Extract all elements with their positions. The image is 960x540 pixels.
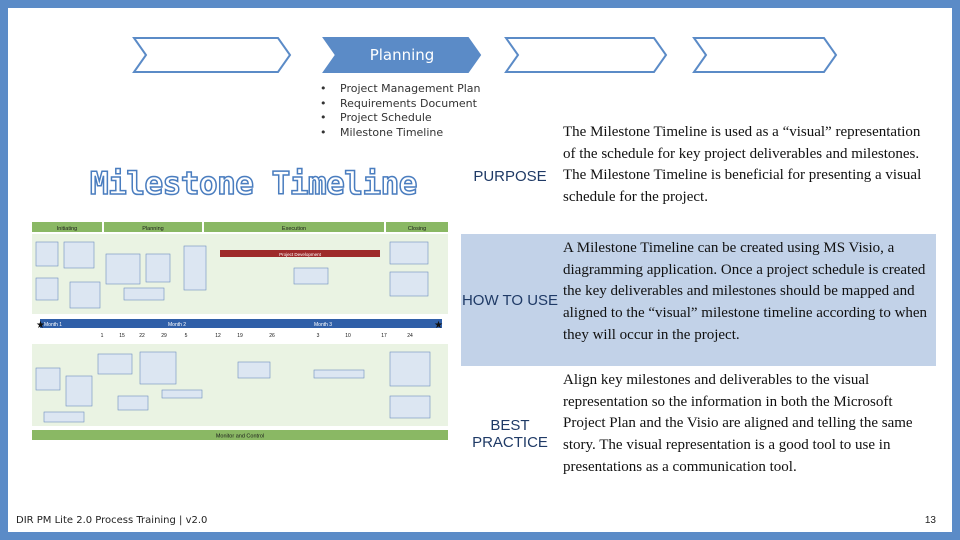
row-heading: BEST PRACTICE xyxy=(461,366,559,502)
info-table: PURPOSE The Milestone Timeline is used a… xyxy=(461,118,936,502)
day-tick-label: 10 xyxy=(345,333,351,339)
list-item: Project Management Plan xyxy=(320,82,481,97)
row-text: The Milestone Timeline is used as a “vis… xyxy=(559,118,936,234)
phase-chevron-planning: Planning xyxy=(322,36,482,74)
phase-chevron-initiating xyxy=(132,36,292,74)
day-tick-label: 1 xyxy=(101,333,104,339)
day-tick-label: 19 xyxy=(237,333,243,339)
row-text: A Milestone Timeline can be created usin… xyxy=(559,234,936,366)
day-tick-label: 12 xyxy=(215,333,221,339)
day-tick-label: 3 xyxy=(317,333,320,339)
phase-chevron-execution xyxy=(504,36,668,74)
start-star-icon: ★ xyxy=(36,320,45,331)
phase-bar-initiating xyxy=(32,222,102,232)
month-label: Month 1 xyxy=(44,322,62,328)
phase-bar-label: Closing xyxy=(408,226,426,232)
day-tick-label: 24 xyxy=(407,333,413,339)
footer-text: DIR PM Lite 2.0 Process Training | v2.0 xyxy=(16,515,208,526)
list-item: Project Schedule xyxy=(320,111,481,126)
month-label: Month 2 xyxy=(168,322,186,328)
list-item: Requirements Document xyxy=(320,97,481,112)
phase-bar-label: Execution xyxy=(282,226,306,232)
monitor-control-label: Monitor and Control xyxy=(216,434,264,440)
page-title: Milestone Timeline xyxy=(89,165,418,203)
monitor-control-bar xyxy=(32,430,448,440)
phase-bar-planning xyxy=(104,222,202,232)
day-tick-label: 26 xyxy=(269,333,275,339)
day-tick-label: 15 xyxy=(119,333,125,339)
milestone-timeline-diagram: Initiating Planning Execution Closing Pr… xyxy=(30,218,452,446)
end-star-icon: ★ xyxy=(434,320,443,331)
row-heading: HOW TO USE xyxy=(461,234,559,366)
list-item: Milestone Timeline xyxy=(320,126,481,141)
table-row: PURPOSE The Milestone Timeline is used a… xyxy=(461,118,936,234)
timeline-bar xyxy=(40,319,442,328)
phase-bar-label: Planning xyxy=(142,226,163,232)
day-tick-label: 29 xyxy=(161,333,167,339)
day-tick-label: 17 xyxy=(381,333,387,339)
phase-label-planning: Planning xyxy=(369,46,435,64)
phase-bar-execution xyxy=(204,222,384,232)
phase-chevron-closing xyxy=(692,36,838,74)
phase-bar-label: Initiating xyxy=(57,226,78,232)
deliverables-list: Project Management Plan Requirements Doc… xyxy=(320,82,481,140)
project-development-bar xyxy=(220,250,380,257)
page-number: 13 xyxy=(924,515,936,526)
row-text: Align key milestones and deliverables to… xyxy=(559,366,936,502)
slide: Planning Project Management Plan Require… xyxy=(8,8,952,532)
table-row: BEST PRACTICE Align key milestones and d… xyxy=(461,366,936,502)
svg-text:Project Development: Project Development xyxy=(279,252,322,257)
day-tick-label: 5 xyxy=(185,333,188,339)
month-label: Month 3 xyxy=(314,322,332,328)
table-row: HOW TO USE A Milestone Timeline can be c… xyxy=(461,234,936,366)
day-tick-label: 22 xyxy=(139,333,145,339)
phase-bar-closing xyxy=(386,222,448,232)
row-heading: PURPOSE xyxy=(461,118,559,234)
